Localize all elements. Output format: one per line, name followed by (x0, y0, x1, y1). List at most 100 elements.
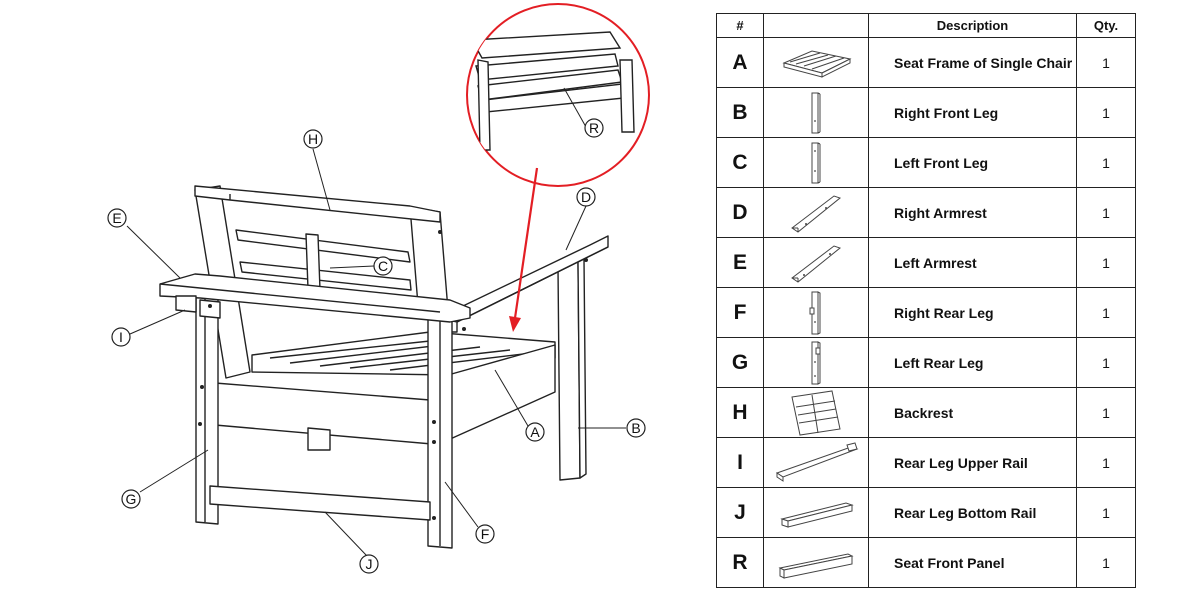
part-thumbnail (763, 537, 869, 588)
svg-text:J: J (366, 556, 373, 572)
part-qty: 1 (1076, 187, 1136, 238)
right-armrest-thumbnail (791, 194, 842, 233)
table-row: J Rear Leg Bottom Rail 1 (716, 487, 1136, 538)
callout-e: E (107, 208, 127, 228)
detail-arrow (509, 167, 539, 332)
header-id: # (716, 13, 764, 38)
part-qty: 1 (1076, 487, 1136, 538)
table-row: H Backrest 1 (716, 387, 1136, 438)
leader-lines (126, 87, 626, 557)
table-row: R Seat Front Panel 1 (716, 537, 1136, 588)
table-row: F Right Rear Leg 1 (716, 287, 1136, 338)
part-description: Rear Leg Upper Rail (868, 437, 1077, 488)
callout-c: C (373, 256, 393, 276)
part-id: G (716, 337, 764, 388)
table-row: C Left Front Leg 1 (716, 137, 1136, 188)
backrest-thumbnail (791, 389, 841, 436)
part-qty: 1 (1076, 87, 1136, 138)
chair-drawing (159, 185, 609, 549)
seat-front-panel-thumbnail (778, 552, 854, 579)
callout-b: B (626, 418, 646, 438)
callout-a: A (525, 422, 545, 442)
svg-text:D: D (581, 189, 591, 205)
callout-f: F (475, 524, 495, 544)
table-row: G Left Rear Leg 1 (716, 337, 1136, 388)
svg-text:F: F (481, 526, 490, 542)
callout-g: G (121, 489, 141, 509)
backrest-top-bar (194, 185, 441, 223)
rear-leg-upper-rail-thumbnail (775, 441, 859, 482)
svg-text:G: G (126, 491, 137, 507)
part-thumbnail (763, 87, 869, 138)
part-id: J (716, 487, 764, 538)
part-qty: 1 (1076, 137, 1136, 188)
part-id: F (716, 287, 764, 338)
callout-r: R (584, 118, 604, 138)
left-armrest-thumbnail (791, 244, 842, 283)
right-rear-leg-thumbnail (809, 290, 821, 335)
svg-text:A: A (530, 424, 540, 440)
callout-j: J (359, 554, 379, 574)
table-row: A Seat Frame of Single Chair 1 (716, 37, 1136, 88)
header-image (763, 13, 869, 38)
svg-text:H: H (308, 131, 318, 147)
part-id: B (716, 87, 764, 138)
seat-frame-thumbnail (782, 49, 852, 78)
rear-leg-bottom-rail (209, 485, 431, 521)
callout-i: I (111, 327, 131, 347)
part-thumbnail (763, 287, 869, 338)
backrest-right-upright (409, 206, 449, 311)
part-description: Left Rear Leg (868, 337, 1077, 388)
part-qty: 1 (1076, 337, 1136, 388)
part-thumbnail (763, 187, 869, 238)
table-header-row: # Description Qty. (716, 13, 1136, 38)
rear-leg-upper-rail (175, 295, 197, 313)
part-description: Left Front Leg (868, 137, 1077, 188)
header-qty: Qty. (1076, 13, 1136, 38)
table-row: B Right Front Leg 1 (716, 87, 1136, 138)
svg-text:B: B (631, 420, 640, 436)
svg-text:E: E (112, 210, 121, 226)
svg-text:I: I (119, 329, 123, 345)
left-front-leg-thumbnail (811, 142, 821, 183)
part-description: Right Front Leg (868, 87, 1077, 138)
part-thumbnail (763, 237, 869, 288)
part-id: I (716, 437, 764, 488)
part-description: Seat Front Panel (868, 537, 1077, 588)
part-description: Right Armrest (868, 187, 1077, 238)
svg-text:C: C (378, 258, 388, 274)
callout-d: D (576, 187, 596, 207)
part-thumbnail (763, 37, 869, 88)
part-thumbnail (763, 487, 869, 538)
table-row: D Right Armrest 1 (716, 187, 1136, 238)
parts-table: # Description Qty. A Seat Frame of Singl… (716, 13, 1136, 588)
left-rear-leg-thumbnail (811, 340, 821, 385)
part-id: C (716, 137, 764, 188)
part-id: A (716, 37, 764, 88)
callout-labels: H E D C I R A B G F J (107, 118, 646, 574)
part-id: H (716, 387, 764, 438)
part-qty: 1 (1076, 437, 1136, 488)
part-description: Left Armrest (868, 237, 1077, 288)
right-front-leg-thumbnail (811, 92, 821, 133)
table-row: E Left Armrest 1 (716, 237, 1136, 288)
part-qty: 1 (1076, 387, 1136, 438)
rear-leg-bottom-rail-thumbnail (780, 501, 854, 528)
part-description: Backrest (868, 387, 1077, 438)
part-description: Seat Frame of Single Chair (868, 37, 1077, 88)
part-qty: 1 (1076, 237, 1136, 288)
callout-h: H (303, 129, 323, 149)
part-qty: 1 (1076, 537, 1136, 588)
table-row: I Rear Leg Upper Rail 1 (716, 437, 1136, 488)
part-thumbnail (763, 137, 869, 188)
part-thumbnail (763, 337, 869, 388)
part-qty: 1 (1076, 37, 1136, 88)
part-description: Right Rear Leg (868, 287, 1077, 338)
part-thumbnail (763, 387, 869, 438)
part-id: E (716, 237, 764, 288)
part-id: R (716, 537, 764, 588)
part-description: Rear Leg Bottom Rail (868, 487, 1077, 538)
svg-text:R: R (589, 120, 599, 136)
header-description: Description (868, 13, 1077, 38)
part-qty: 1 (1076, 287, 1136, 338)
